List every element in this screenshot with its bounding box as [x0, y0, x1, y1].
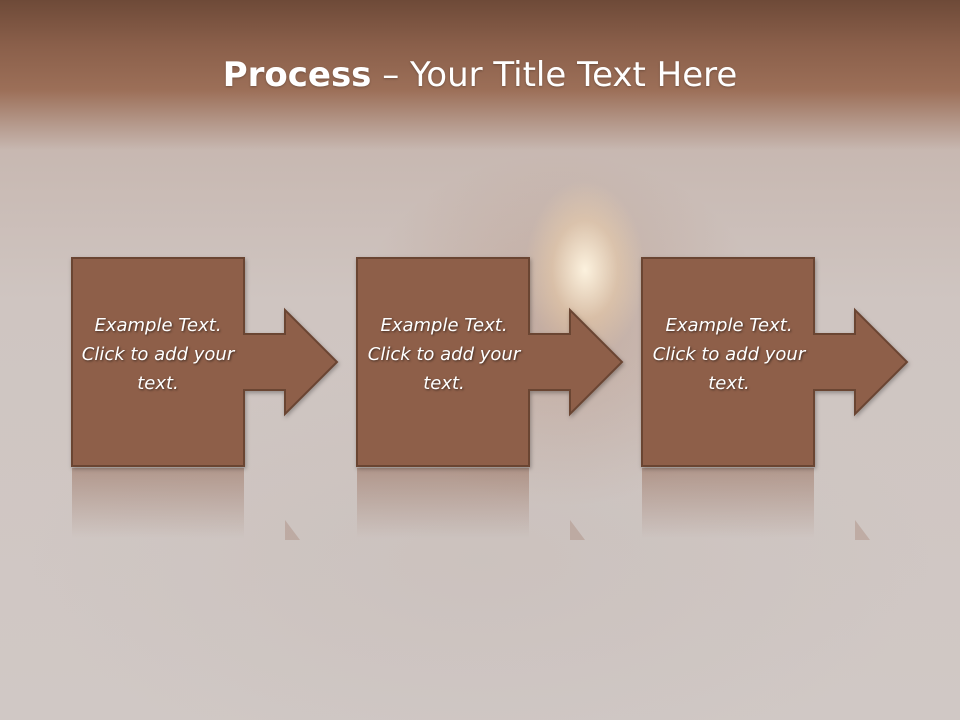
title-rest: – Your Title Text Here [371, 55, 738, 95]
step-2-text[interactable]: Example Text. Click to add your text. [367, 315, 521, 394]
step-1-text[interactable]: Example Text. Click to add your text. [81, 315, 235, 394]
step-3-shape[interactable] [641, 257, 909, 467]
step-2-reflection [357, 468, 529, 538]
header-band [0, 0, 960, 150]
step-3-reflection [642, 468, 814, 538]
step-2-shape[interactable] [356, 257, 624, 467]
arrow-2-reflection [529, 520, 585, 540]
reflections [72, 468, 870, 540]
arrow-3-reflection [814, 520, 870, 540]
step-1-shape[interactable] [71, 257, 339, 467]
slide-title: Process – Your Title Text Here [0, 52, 960, 98]
step-1-reflection [72, 468, 244, 538]
title-bold: Process [222, 55, 372, 95]
step-3-text[interactable]: Example Text. Click to add your text. [652, 315, 806, 394]
arrow-1-reflection [244, 520, 300, 540]
